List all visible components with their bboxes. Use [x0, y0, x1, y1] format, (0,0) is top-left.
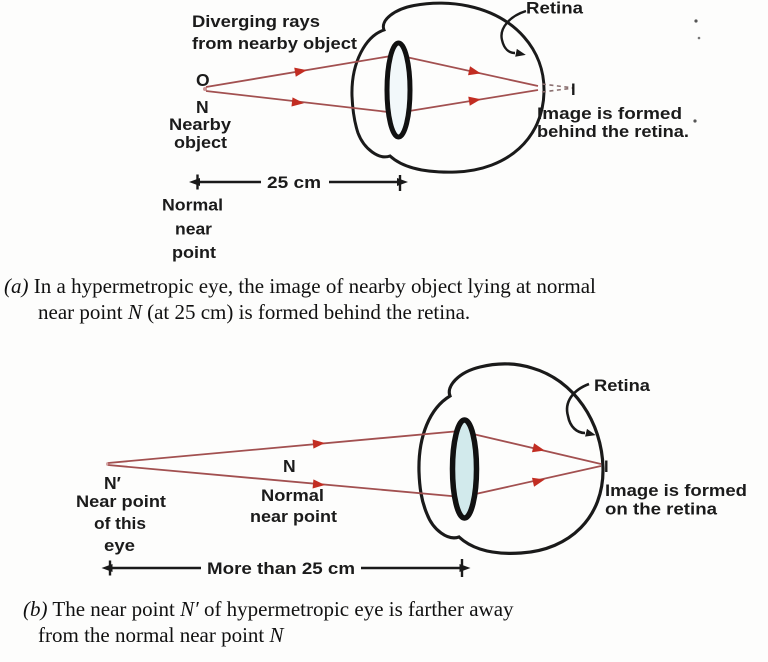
normal-point-caption-line1: Normal [261, 487, 324, 505]
caption-a-text2-pre: near point [38, 299, 128, 324]
image-point-label-bottom: I [604, 458, 609, 476]
ray-upper-refracted-top [396, 54, 539, 87]
dimension-arrowhead-right-top [397, 178, 408, 186]
eye-lens-top [384, 40, 413, 140]
image-label-bottom-line1: Image is formed [605, 482, 747, 500]
caption-a-line2: near point N (at 25 cm) is formed behind… [4, 300, 596, 326]
print-speck [693, 119, 697, 123]
ray-arrowhead [531, 443, 545, 453]
near-point-prime-label: N′ [104, 473, 121, 493]
ray-arrowhead [312, 479, 325, 489]
caption-b-marker: (b) [23, 597, 48, 621]
near-point-prime-caption-line1: Near point [76, 493, 167, 511]
caption-b-text1-post: of hypermetropic eye is farther away [198, 597, 514, 621]
caption-b-symbol-nprime: N′ [180, 597, 199, 621]
ray-lower-refracted-top [396, 89, 539, 114]
ray-arrowhead [468, 96, 481, 106]
ray-arrowhead [531, 477, 545, 487]
caption-b-line1: (b) The near point N′ of hypermetropic e… [23, 597, 514, 623]
image-label-top-line1: Image is formed [537, 105, 682, 123]
eye-outline-bottom [417, 362, 605, 555]
retina-label-top: Retina [526, 0, 584, 18]
eye-lens-bottom [449, 417, 480, 521]
caption-b-text2-pre: from the normal near point [38, 622, 270, 647]
image-label-bottom-line2: on the retina [605, 501, 718, 519]
ray-lower-incident-bottom [107, 464, 463, 498]
near-point-dot-bottom [106, 462, 110, 466]
caption-b-text1-pre: The near point [52, 597, 181, 621]
caption-b-symbol-n: N [269, 622, 284, 647]
caption-a-symbol-n: N [127, 299, 142, 324]
caption-b: (b) The near point N′ of hypermetropic e… [23, 597, 514, 648]
print-speck [694, 19, 698, 23]
ray-arrowhead [312, 439, 325, 449]
ray-upper-incident-bottom [107, 430, 461, 464]
ray-upper-refracted-bottom [459, 430, 602, 465]
ray-arrowhead [291, 97, 304, 107]
caption-a-text1: In a hypermetropic eye, the image of nea… [33, 274, 596, 298]
normal-near-point-label-line2: near [175, 221, 213, 239]
normal-point-label: N [283, 456, 296, 476]
image-label-top-line2: behind the retina. [537, 123, 689, 141]
nearby-object-label-line2: object [174, 134, 228, 152]
caption-a-marker: (a) [4, 274, 29, 298]
dashed-ray-lower-top [541, 87, 575, 93]
near-point-prime-caption-line2: of this [94, 515, 146, 533]
caption-a-line1: (a) In a hypermetropic eye, the image of… [4, 274, 596, 300]
print-speck [697, 36, 701, 40]
retina-pointer-arrowhead-top [515, 48, 526, 57]
retina-label-bottom: Retina [594, 377, 651, 395]
distance-label-top: 25 cm [267, 173, 321, 192]
near-point-prime-caption-line3: eye [104, 537, 135, 555]
retina-pointer-bottom [565, 382, 590, 435]
caption-a: (a) In a hypermetropic eye, the image of… [4, 274, 596, 325]
object-point-o-label: O [196, 70, 210, 90]
object-point-n-label: N [196, 97, 209, 117]
dimension-arrowhead-left-bottom [101, 564, 113, 572]
normal-point-caption-line2: near point [250, 508, 338, 526]
caption-b-line2: from the normal near point N [23, 623, 514, 649]
dashed-ray-upper-top [541, 83, 575, 89]
object-point-dot-top [203, 87, 207, 91]
diverging-rays-label-line2: from nearby object [192, 35, 358, 53]
dimension-arrowhead-left-top [189, 178, 200, 186]
ray-lower-refracted-bottom [461, 465, 602, 498]
retina-pointer-arrowhead-bottom [585, 428, 596, 437]
image-point-label-top: I [571, 81, 576, 99]
diverging-rays-label-line1: Diverging rays [192, 13, 320, 31]
caption-a-text2-post: (at 25 cm) is formed behind the retina. [141, 299, 471, 324]
ray-arrowhead [294, 67, 307, 77]
normal-near-point-label-line3: point [172, 244, 217, 262]
retina-pointer-top [500, 9, 527, 55]
ray-arrowhead [468, 66, 481, 76]
distance-label-bottom: More than 25 cm [207, 559, 355, 578]
normal-near-point-label-line1: Normal [162, 197, 223, 215]
nearby-object-label-line1: Nearby [169, 116, 232, 134]
dimension-arrowhead-right-bottom [459, 564, 471, 572]
eye-outline-top [350, 1, 546, 174]
